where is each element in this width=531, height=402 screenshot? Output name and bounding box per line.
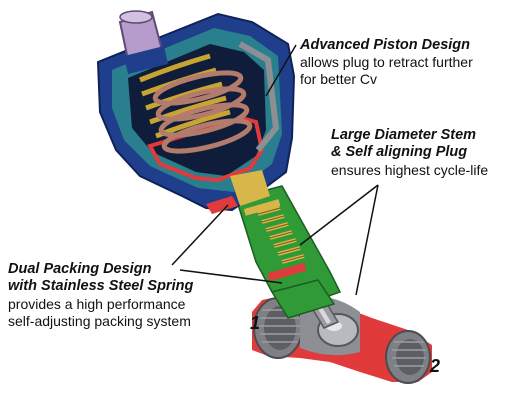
piston xyxy=(147,115,265,183)
leader-stem-lower xyxy=(355,184,379,296)
callout-piston-line-1: allows plug to retract further xyxy=(300,54,473,71)
callout-packing-title-1: Dual Packing Design xyxy=(8,261,152,277)
callout-piston-line-2: for better Cv xyxy=(300,71,378,88)
position-indicator-cap xyxy=(118,10,168,74)
leader-piston xyxy=(265,44,297,97)
port-label-outlet: 2 xyxy=(430,356,441,376)
valve-body xyxy=(252,292,432,384)
port-label-inlet: 1 xyxy=(250,313,261,333)
leader-packing-upper xyxy=(171,204,229,266)
callout-stem-title-1: Large Diameter Stem xyxy=(331,127,477,143)
callout-stem-line-1: ensures highest cycle-life xyxy=(331,161,489,178)
actuator-spring-inner xyxy=(152,70,253,154)
callout-packing-line-2: self-adjusting packing system xyxy=(8,312,191,329)
callout-packing-title-2: with Stainless Steel Spring xyxy=(8,278,194,295)
leader-lines xyxy=(171,44,379,296)
callout-packing-line-1: provides a high performance xyxy=(8,295,186,312)
callout-stem-title-2: & Self aligning Plug xyxy=(331,144,468,161)
callout-piston: Advanced Piston Design allows plug to re… xyxy=(300,37,473,88)
callout-packing: Dual Packing Design with Stainless Steel… xyxy=(8,261,193,329)
leader-packing-lower xyxy=(179,269,283,284)
callout-stem: Large Diameter Stem & Self aligning Plug… xyxy=(331,127,488,179)
callout-piston-title: Advanced Piston Design xyxy=(300,37,471,53)
packing-assembly xyxy=(235,185,342,319)
actuator-housing xyxy=(96,12,296,214)
leader-stem-upper xyxy=(299,184,379,246)
